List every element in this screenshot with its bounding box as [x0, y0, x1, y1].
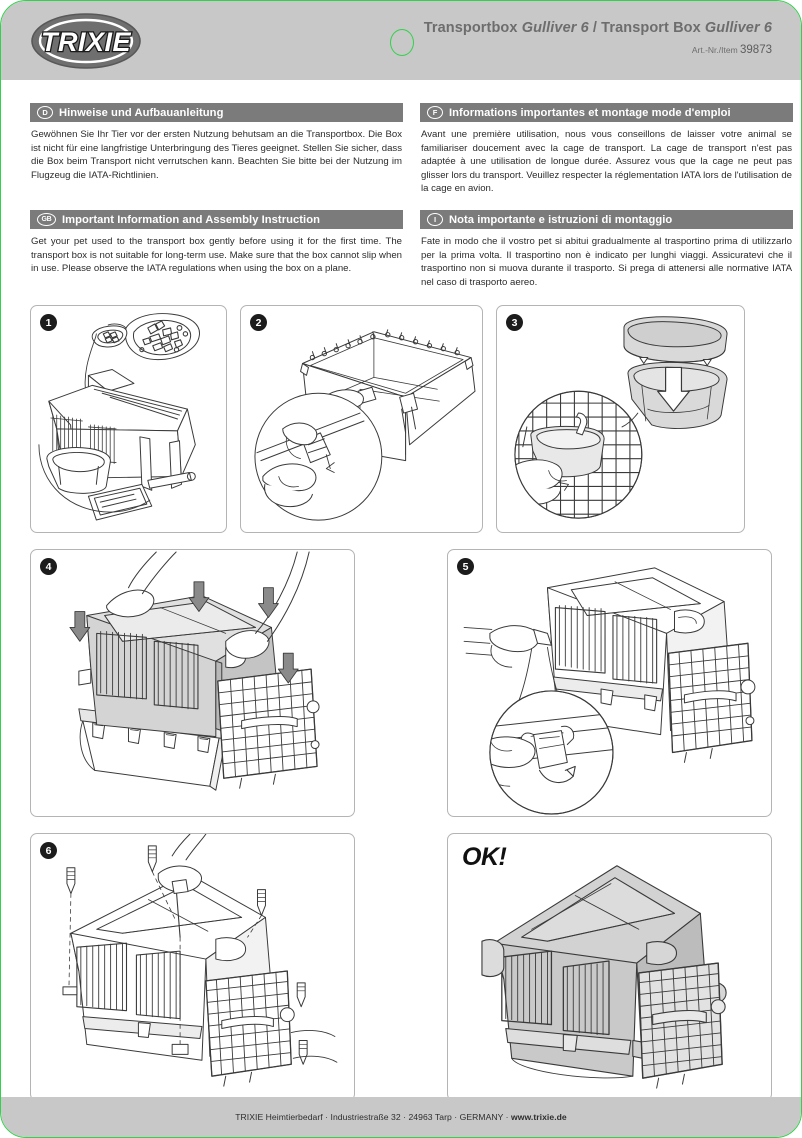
flag-badge-de: D	[37, 106, 53, 119]
steps-row-1: 1	[30, 305, 772, 534]
language-body-fr: Avant une première utilisation, nous vou…	[421, 129, 792, 195]
step-panel-1: 1	[30, 305, 227, 534]
language-header-de: D Hinweise und Aufbauanleitung	[30, 103, 403, 122]
language-heading-de: Hinweise und Aufbauanleitung	[59, 106, 224, 119]
flag-badge-gb: GB	[37, 213, 56, 227]
svg-text:TRIXIE: TRIXIE	[41, 27, 132, 57]
language-header-it: I Nota importante e istruzioni di montag…	[420, 210, 793, 230]
step-illustration-6	[31, 834, 354, 1100]
step-panel-5: 5	[447, 549, 772, 818]
language-body-gb: Get your pet used to the transport box g…	[31, 236, 402, 275]
language-block-gb: GB Important Information and Assembly In…	[30, 210, 403, 289]
page-content: D Hinweise und Aufbauanleitung Gewöhnen …	[1, 103, 801, 1102]
trixie-logo: TRIXIE	[30, 12, 142, 70]
step-illustration-2	[241, 306, 482, 532]
footer-company-info: TRIXIE Heimtierbedarf · Industriestraße …	[235, 1112, 567, 1122]
language-body-de: Gewöhnen Sie Ihr Tier vor der ersten Nut…	[31, 129, 402, 181]
page-header: TRIXIE Transportbox Gulliver 6 / Transpo…	[1, 1, 801, 80]
language-sections: D Hinweise und Aufbauanleitung Gewöhnen …	[30, 103, 793, 289]
step-number-badge-6: 6	[40, 842, 57, 860]
step-panel-3: 3	[496, 305, 745, 534]
language-heading-fr: Informations importantes et montage mode…	[449, 106, 731, 119]
steps-row-3: 6	[30, 833, 772, 1102]
green-ring-icon	[390, 29, 414, 56]
flag-badge-fr: F	[427, 106, 443, 119]
language-block-de: D Hinweise und Aufbauanleitung Gewöhnen …	[30, 103, 403, 196]
language-body-it: Fate in modo che il vostro pet si abitui…	[421, 236, 792, 288]
language-header-gb: GB Important Information and Assembly In…	[30, 210, 403, 230]
result-illustration	[448, 834, 771, 1100]
step-illustration-5	[448, 550, 771, 816]
language-heading-it: Nota importante e istruzioni di montaggi…	[449, 213, 673, 226]
ok-label: OK!	[462, 843, 507, 872]
footer-website: www.trixie.de	[511, 1112, 567, 1122]
step-number-badge-4: 4	[40, 558, 57, 576]
language-block-fr: F Informations importantes et montage mo…	[420, 103, 793, 196]
page-footer: TRIXIE Heimtierbedarf · Industriestraße …	[1, 1097, 801, 1137]
language-block-it: I Nota importante e istruzioni di montag…	[420, 210, 793, 289]
step-number-badge-1: 1	[40, 314, 57, 332]
page-title: Transportbox Gulliver 6 / Transport Box …	[423, 20, 772, 36]
step-panel-2: 2	[240, 305, 483, 534]
language-heading-gb: Important Information and Assembly Instr…	[62, 213, 320, 226]
step-panel-6: 6	[30, 833, 355, 1102]
step-illustration-4	[31, 550, 354, 816]
steps-row-2: 4	[30, 549, 772, 818]
step-panel-4: 4	[30, 549, 355, 818]
step-illustration-1	[31, 306, 226, 532]
flag-badge-it: I	[427, 213, 443, 227]
step-number-badge-2: 2	[250, 314, 267, 332]
article-number: Art.-Nr./Item 39873	[691, 43, 772, 56]
step-number-badge-5: 5	[457, 558, 474, 576]
header-titles: Transportbox Gulliver 6 / Transport Box …	[424, 20, 772, 57]
step-illustration-3	[497, 306, 744, 532]
step-number-badge-3: 3	[506, 314, 523, 332]
result-panel: OK!	[447, 833, 772, 1102]
language-header-fr: F Informations importantes et montage mo…	[420, 103, 793, 122]
